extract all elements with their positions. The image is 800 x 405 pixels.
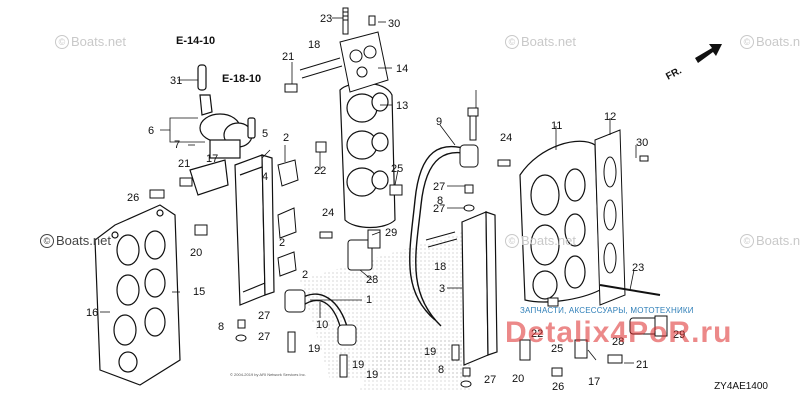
callout-27c: 27 [433, 181, 445, 193]
injector-28-29 [347, 229, 668, 337]
callout-27b: 27 [258, 331, 270, 343]
callout-24a: 24 [322, 207, 334, 219]
callout-26a: 26 [127, 192, 139, 204]
callout-23b: 23 [632, 262, 644, 274]
callout-27d: 27 [433, 203, 445, 215]
callout-21b: 21 [178, 158, 190, 170]
callout-10: 10 [316, 319, 328, 331]
intake-manifold-13 [339, 82, 396, 229]
callout-17b: 17 [588, 376, 600, 388]
callout-22a: 22 [314, 165, 326, 177]
leader-lines [100, 17, 637, 364]
callout-18b: 18 [434, 261, 446, 273]
callout-6: 6 [148, 125, 154, 137]
hose-fitting-10 [284, 289, 357, 346]
callout-30a: 30 [388, 18, 400, 30]
callout-23a: 23 [320, 13, 332, 25]
stamp-logo: Detalix4PoR.ru [505, 316, 733, 349]
callout-31: 31 [170, 75, 182, 87]
callout-5: 5 [262, 128, 268, 140]
cover-11 [519, 140, 601, 303]
clips-18 [299, 57, 458, 248]
callout-19a: 19 [308, 343, 320, 355]
callout-7: 7 [174, 139, 180, 151]
callout-20b: 20 [512, 373, 524, 385]
shadow-region [300, 230, 470, 390]
gasket-12 [594, 129, 626, 306]
callout-29a: 29 [385, 227, 397, 239]
callout-2b: 2 [279, 237, 285, 249]
copyright-note: © 2004-2019 by ARI Network Services Inc. [230, 372, 306, 377]
callout-2c: 2 [302, 269, 308, 281]
callout-11: 11 [551, 120, 562, 132]
fuel-pump-6 [189, 64, 256, 196]
watermark-mid-center: ©Boats.net [505, 233, 576, 248]
callout-8c: 8 [438, 364, 444, 376]
callout-2a: 2 [283, 132, 289, 144]
bolts-washers [149, 83, 623, 388]
front-direction-label: FR. [664, 65, 684, 82]
callout-22b: 22 [531, 328, 543, 340]
callout-28b: 28 [612, 336, 624, 348]
callout-8b: 8 [437, 195, 443, 207]
fuel-hose-9 [409, 145, 477, 327]
callout-20a: 20 [190, 247, 202, 259]
pin-30 [368, 15, 376, 26]
callout-12: 12 [604, 111, 616, 123]
callout-3: 3 [439, 283, 445, 295]
callout-16: 16 [86, 307, 98, 319]
diagram-code: ZY4AE1400 [714, 381, 768, 392]
callout-28a: 28 [366, 274, 378, 286]
callout-19d: 19 [352, 359, 364, 371]
fuel-rail-3 [461, 211, 498, 366]
callout-25b: 25 [551, 343, 563, 355]
callout-26b: 26 [552, 381, 564, 393]
callout-19b: 19 [424, 346, 436, 358]
callout-14: 14 [396, 63, 408, 75]
fuel-rail-5 [234, 154, 275, 306]
callout-25: 25 [391, 163, 403, 175]
gasket-plate-16 [94, 204, 181, 386]
callout-13: 13 [396, 100, 408, 112]
stud-23 [342, 7, 349, 35]
callout-27a: 27 [258, 310, 270, 322]
callout-21c: 21 [636, 359, 648, 371]
pin-30-right [639, 155, 649, 162]
callout-27e: 27 [484, 374, 496, 386]
stamp-tagline: ЗАПЧАСТИ, АКСЕССУАРЫ, МОТОТЕХНИКИ [520, 306, 694, 315]
ref-e18-label: E-18-10 [222, 73, 261, 85]
callout-1: 1 [366, 294, 372, 306]
watermark-top-right: ©Boats.net [740, 34, 800, 49]
watermark-mid-right: ©Boats.net [740, 233, 800, 248]
callout-21a: 21 [282, 51, 294, 63]
gasket-14 [339, 31, 389, 93]
callout-29b: 29 [673, 329, 685, 341]
callout-19c: 19 [366, 369, 378, 381]
callout-30b: 30 [636, 137, 648, 149]
callout-4: 4 [262, 171, 268, 183]
brackets-2 [277, 159, 299, 277]
ref-e14-label: E-14-10 [176, 35, 215, 47]
watermark-top-left: ©Boats.net [55, 34, 126, 49]
watermark-mid-left: ©Boats.net [40, 233, 111, 248]
callout-24b: 24 [500, 132, 512, 144]
callout-8a: 8 [218, 321, 224, 333]
hose-fitting-9 [459, 107, 479, 168]
callout-9: 9 [436, 116, 442, 128]
callout-15: 15 [193, 286, 205, 298]
watermark-top-center: ©Boats.net [505, 34, 576, 49]
front-arrow-icon [695, 44, 722, 63]
callout-17a: 17 [206, 153, 218, 165]
callout-18a: 18 [308, 39, 320, 51]
